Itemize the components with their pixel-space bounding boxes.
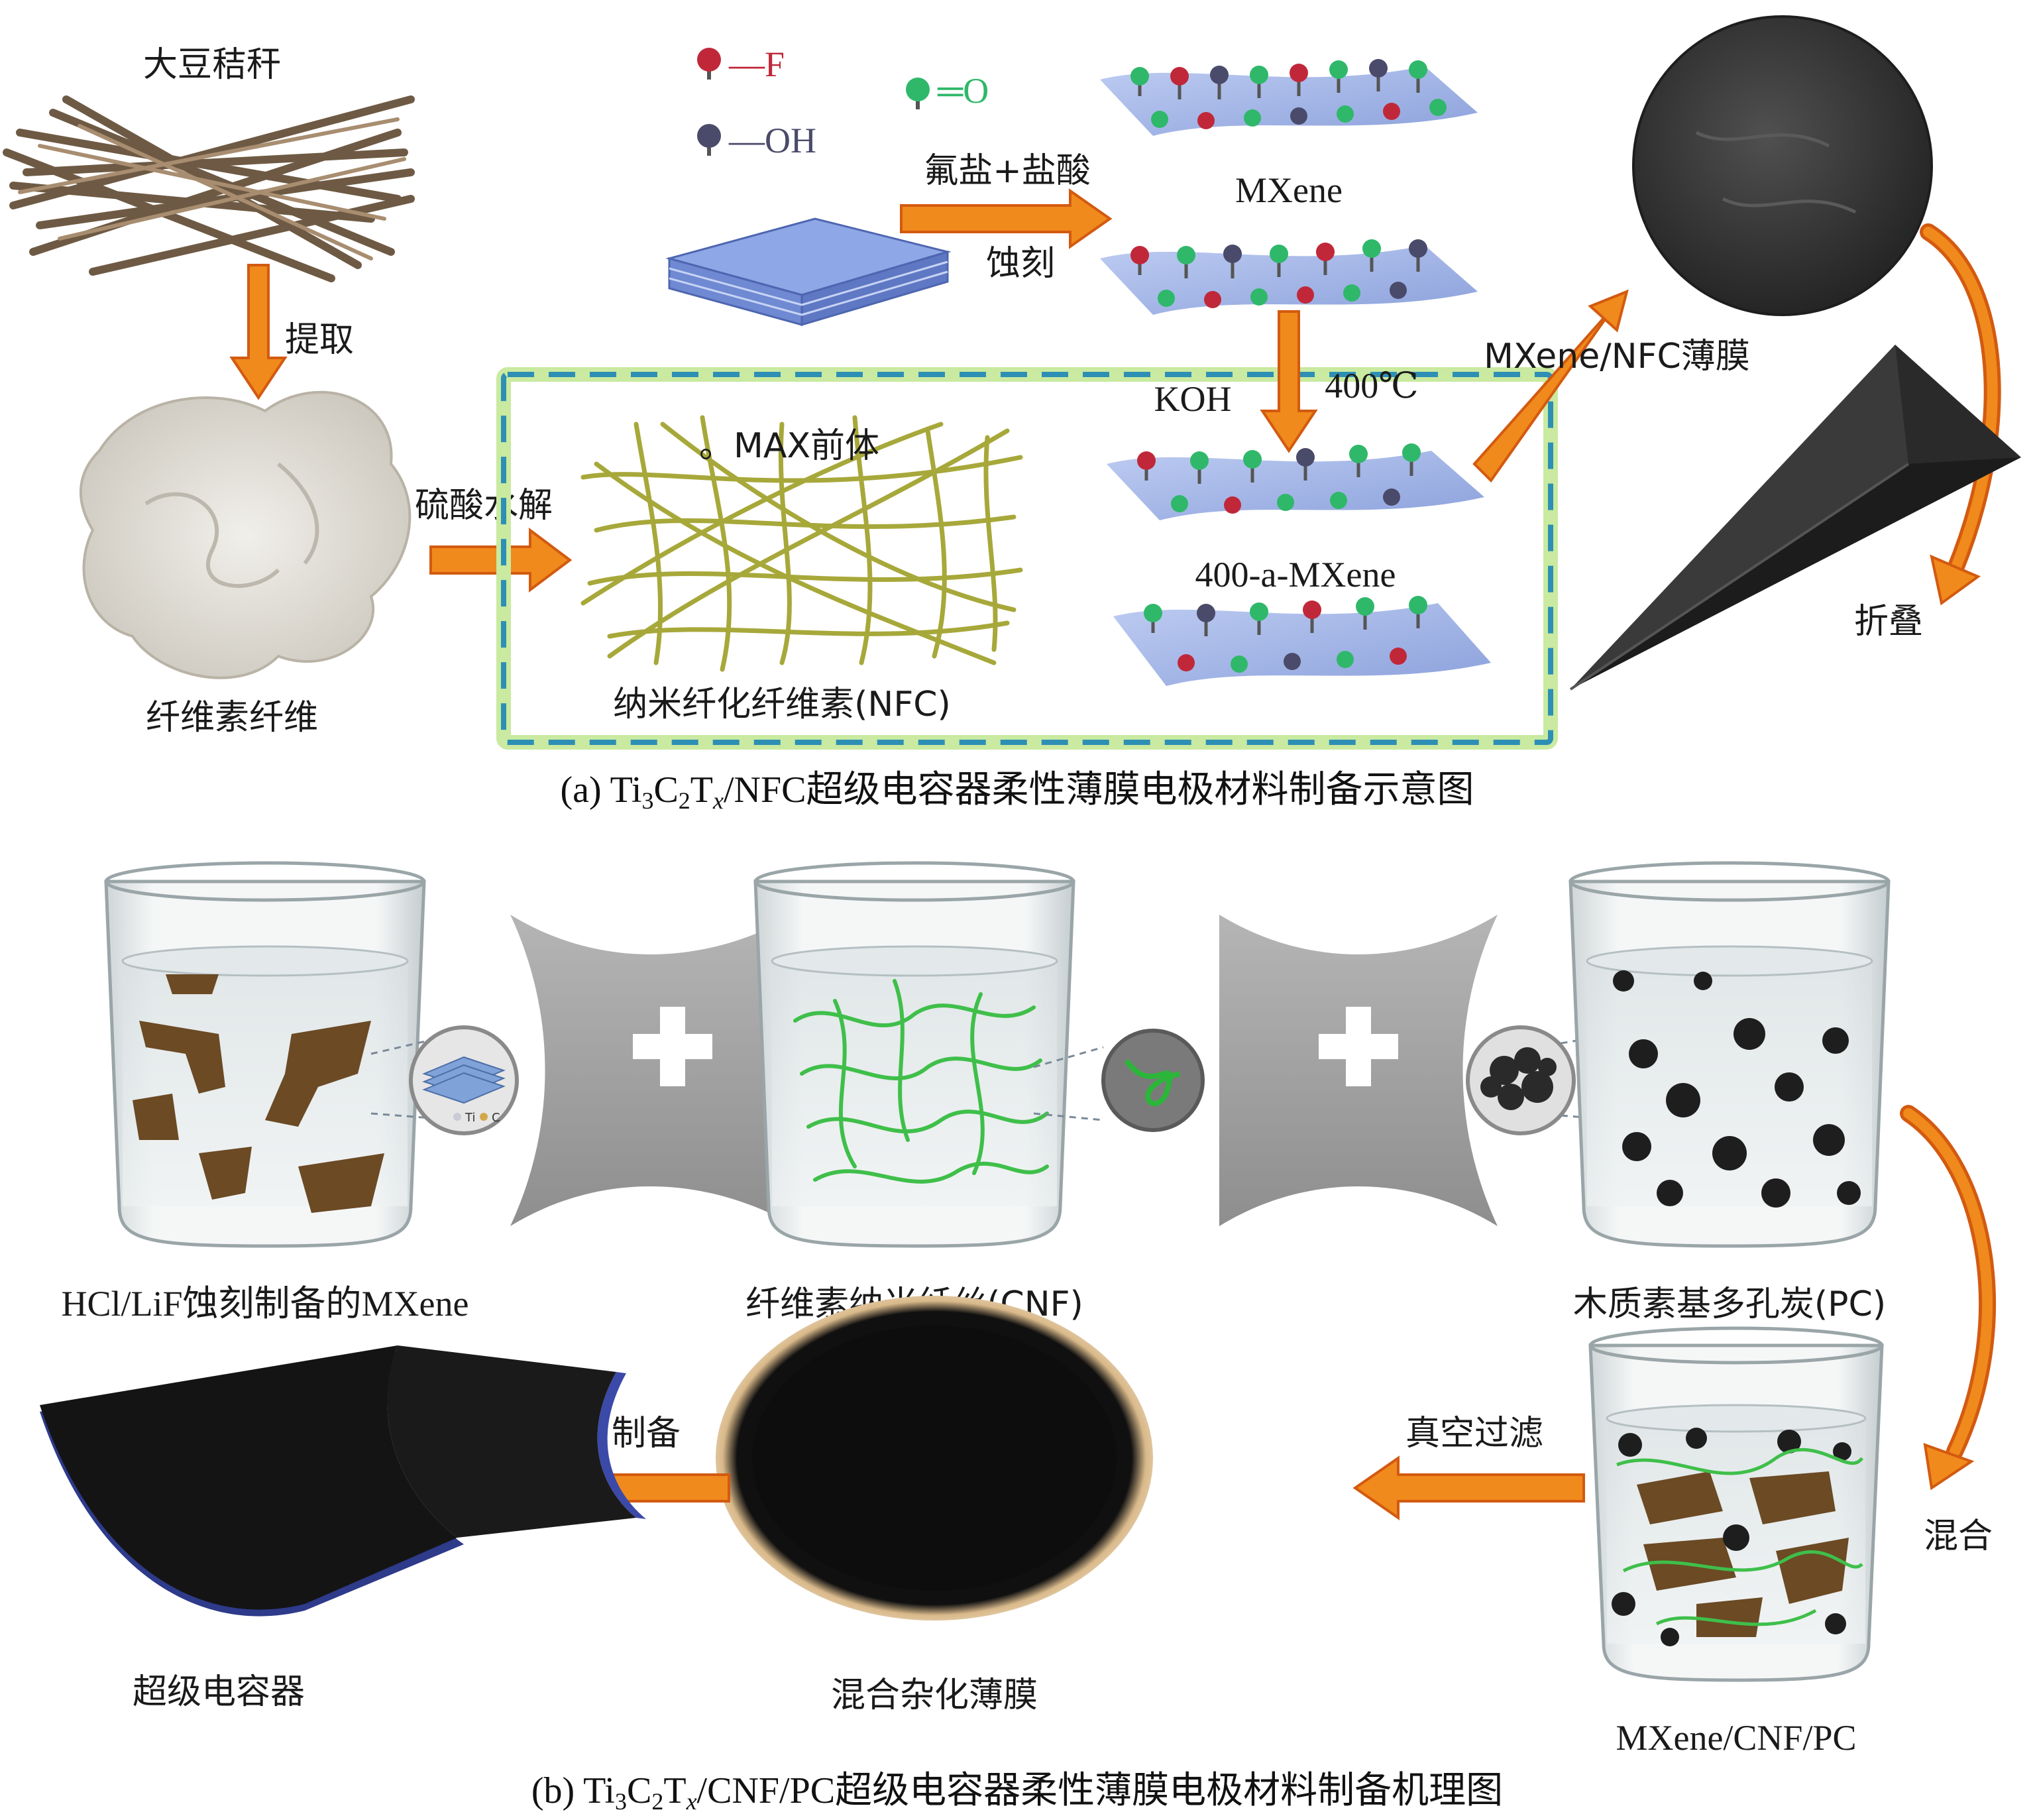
caption-b: (b) Ti3C2Tx/CNF/PC超级电容器柔性薄膜电极材料制备机理图 <box>531 1770 1503 1815</box>
hybrid-film-image <box>716 1296 1153 1621</box>
soy-straw-label: 大豆秸秆 <box>143 45 281 85</box>
caption-b-sub1: 3 <box>615 1788 627 1815</box>
caption-b-rest: /CNF/PC超级电容器柔性薄膜电极材料制备机理图 <box>697 1770 1504 1811</box>
beaker-mixture <box>1590 1328 1882 1680</box>
hydrolysis-label: 硫酸水解 <box>415 486 553 526</box>
fold-label: 折叠 <box>1854 602 1923 642</box>
max-block-image <box>669 219 948 325</box>
oh-atom-icon <box>697 124 721 148</box>
mxene-sheet-4 <box>1113 596 1491 686</box>
caption-b-prefix: (b) Ti <box>531 1770 615 1811</box>
caption-a-c: C <box>653 769 678 811</box>
caption-a-sub2: 2 <box>679 787 690 814</box>
o-atom-icon <box>906 78 930 101</box>
mixture-label: MXene/CNF/PC <box>1616 1718 1856 1758</box>
f-atom-icon <box>697 48 721 72</box>
mix-arrow <box>1908 1113 1987 1488</box>
ti-atom-icon <box>453 1113 461 1121</box>
legend: —F —OH ═O <box>697 44 989 160</box>
pc-label: 木质素基多孔炭(PC) <box>1573 1284 1886 1324</box>
caption-b-c: C <box>627 1770 651 1811</box>
c-atom-icon <box>480 1113 488 1121</box>
caption-a-prefix: (a) Ti <box>561 769 642 811</box>
ti-atom-label: Ti <box>465 1111 475 1125</box>
legend-oh-label: —OH <box>728 121 816 160</box>
caption-a-sub1: 3 <box>641 787 653 814</box>
caption-b-sub2: 2 <box>651 1788 663 1815</box>
koh-label: KOH <box>1154 379 1232 419</box>
temp-label: 400℃ <box>1325 366 1418 406</box>
film-label: MXene/NFC薄膜 <box>1484 337 1750 376</box>
hybrid-film-label: 混合杂化薄膜 <box>831 1676 1038 1715</box>
max-precursor-label: 。MAX前体 <box>699 426 879 466</box>
vacuum-label: 真空过滤 <box>1405 1414 1543 1453</box>
caption-a: (a) Ti3C2Tx/NFC超级电容器柔性薄膜电极材料制备示意图 <box>561 769 1474 814</box>
fluoride-hcl-label: 氟盐+盐酸 <box>924 151 1091 191</box>
beaker-pc <box>1570 863 1889 1246</box>
beaker-mxene <box>106 863 424 1246</box>
vacuum-arrow <box>1355 1458 1584 1518</box>
legend-oh-item: —OH <box>697 121 816 160</box>
mxene-sheet-3 <box>1107 443 1484 520</box>
nfc-label: 纳米纤化纤维素(NFC) <box>613 685 951 724</box>
legend-f-item: —F <box>697 44 785 84</box>
mxene-nfc-film-image <box>1633 17 1932 315</box>
mxene-sheet-1 <box>1100 59 1478 136</box>
legend-o-label: ═O <box>937 71 989 111</box>
caption-b-t: T <box>663 1770 686 1811</box>
extract-label: 提取 <box>285 320 354 360</box>
mix-label: 混合 <box>1924 1516 1993 1556</box>
legend-o-item: ═O <box>906 71 989 111</box>
a-mxene-label: 400-a-MXene <box>1195 555 1396 595</box>
soybean-straw-image <box>7 99 411 278</box>
etch-label: 蚀刻 <box>986 244 1055 284</box>
cellulose-fiber-image <box>81 392 410 678</box>
mxene-hcl-label: HCl/LiF蚀刻制备的MXene <box>62 1284 469 1324</box>
prepare-label: 制备 <box>612 1414 681 1453</box>
cellulose-fiber-label: 纤维素纤维 <box>146 698 318 738</box>
extract-arrow <box>232 265 285 398</box>
caption-a-rest: /NFC超级电容器柔性薄膜电极材料制备示意图 <box>724 769 1474 811</box>
supercap-label: 超级电容器 <box>133 1672 305 1712</box>
beaker-cnf <box>755 863 1073 1246</box>
supercapacitor-image <box>40 1345 646 1617</box>
mxene-label: MXene <box>1235 170 1343 210</box>
caption-b-subx: x <box>686 1788 697 1815</box>
plus-connector-1 <box>510 915 795 1226</box>
folded-film-image <box>1570 345 2021 689</box>
plus-connector-2 <box>1219 915 1498 1226</box>
caption-a-subx: x <box>712 787 724 814</box>
mxene-sheet-2 <box>1100 239 1478 315</box>
c-atom-label: C <box>492 1111 500 1125</box>
caption-a-t: T <box>690 769 713 811</box>
etch-arrow <box>901 191 1110 247</box>
legend-f-label: —F <box>728 44 785 84</box>
